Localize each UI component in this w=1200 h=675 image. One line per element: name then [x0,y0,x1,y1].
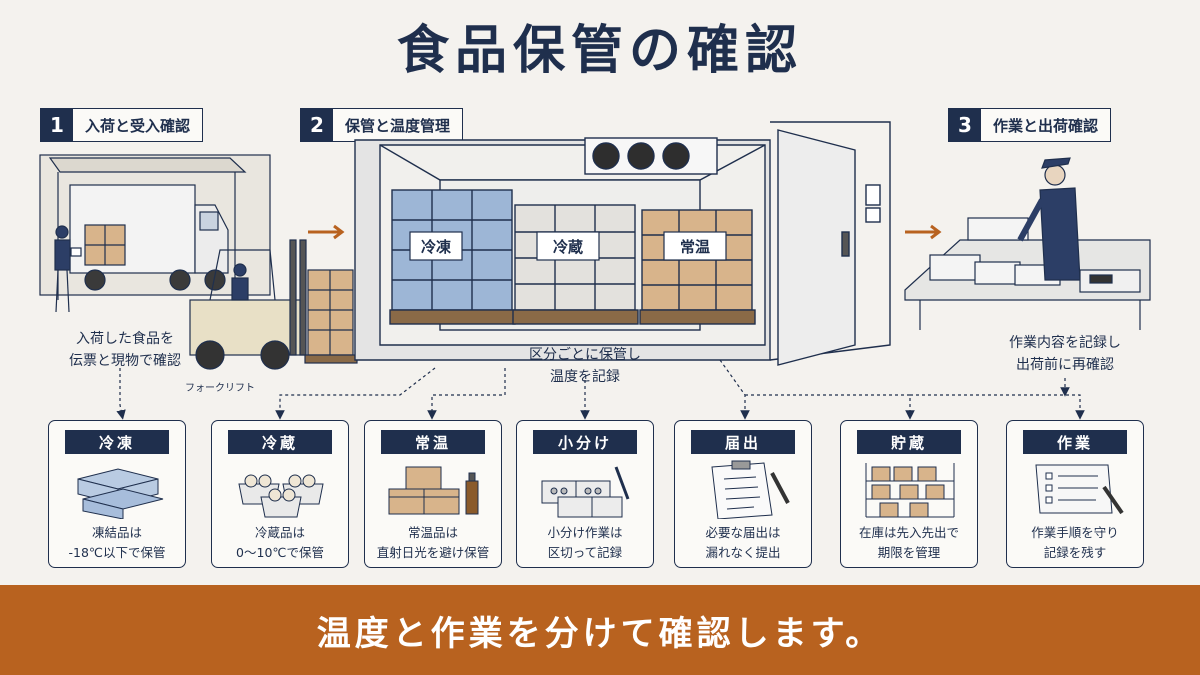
card-text: 小分け作業は 区切って記録 [547,525,623,560]
card-notification: 届出 必要な届出は 漏れなく提出 [674,420,812,568]
card-portion: 小分け 小分け作業は 区切って記録 [516,420,654,568]
step-number: 1 [41,109,73,141]
card-ambient: 常温 常温品は 直射日光を避け保管 [364,420,502,568]
zone-label-chilled: 冷蔵 [552,238,583,256]
card-tag: 作業 [1023,430,1127,454]
dashed-connectors [116,359,1085,420]
frozen-boxes-icon [77,468,164,519]
work-station-illustration [904,157,1151,330]
card-text: 冷蔵品は 0〜10℃で保管 [236,525,324,560]
step-number: 3 [949,109,981,141]
caption-storage: 区分ごとに保管し 温度を記録 [529,347,641,385]
summary-banner: 温度と作業を分けて確認します。 [0,585,1200,675]
storage-shelf-icon [865,463,955,518]
card-tag: 冷蔵 [228,430,332,454]
card-chilled: 冷蔵 冷蔵品は 0〜10℃で保管 [211,420,349,568]
tablet-checklist-icon [1035,464,1124,515]
step-text: 入荷と受入確認 [85,116,191,135]
card-tag: 貯蔵 [857,430,961,454]
card-text: 常温品は 直射日光を避け保管 [376,525,490,560]
step-label-shipping: 3 作業と出荷確認 [948,108,1112,142]
step-text: 保管と温度管理 [345,116,451,135]
card-storage: 貯蔵 在庫は先入先出で 期限を管理 [840,420,978,568]
caption-forklift: フォークリフト [185,383,255,394]
card-tag: 届出 [691,430,795,454]
portion-trays-icon [541,466,630,518]
step-label-receive: 1 入荷と受入確認 [40,108,204,142]
chilled-trays-icon [238,474,324,518]
card-text: 必要な届出は 漏れなく提出 [705,525,781,560]
card-tag: 冷凍 [65,430,169,454]
zone-label-frozen: 冷凍 [420,238,451,256]
step-number: 2 [301,109,333,141]
zone-label-ambient: 常温 [679,238,710,256]
card-work: 作業 作業手順を守り 記録を残す [1006,420,1144,568]
ambient-boxes-icon [388,466,479,515]
caption-shipping: 作業内容を記録し 出荷前に再確認 [1009,335,1121,373]
page-title: 食品保管の確認 [396,20,803,81]
card-text: 在庫は先入先出で 期限を管理 [858,525,959,560]
card-frozen: 冷凍 凍結品は -18℃以下で保管 [48,420,186,568]
card-tag: 小分け [533,430,637,454]
step-text: 作業と出荷確認 [993,116,1099,135]
card-tag: 常温 [381,430,485,454]
card-text: 作業手順を守り 記録を残す [1031,525,1119,560]
clipboard-icon [711,460,790,519]
card-text: 凍結品は -18℃以下で保管 [68,525,166,560]
caption-receive: 入荷した食品を 伝票と現物で確認 [69,331,181,369]
loading-dock-illustration [39,154,358,370]
